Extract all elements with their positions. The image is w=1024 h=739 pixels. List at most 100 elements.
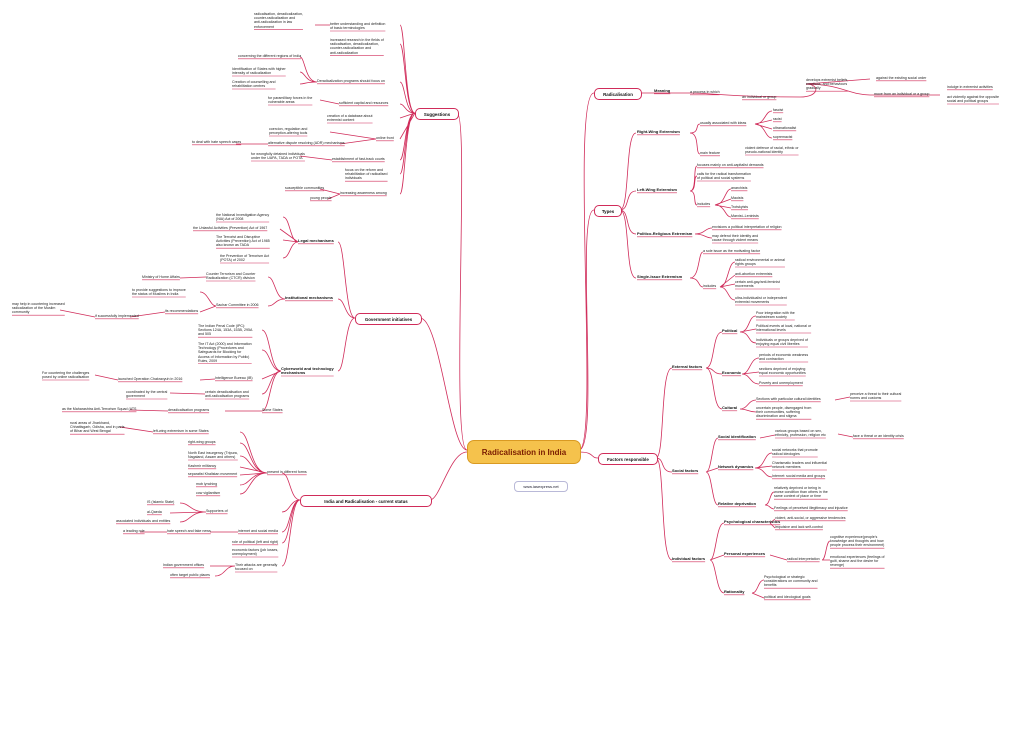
mindmap-subtopic[interactable]: Social factors (672, 468, 699, 473)
mindmap-node[interactable]: Poverty and unemployment (759, 381, 803, 385)
mindmap-node[interactable]: coordinated by the central government (126, 390, 168, 399)
mindmap-subtopic[interactable]: Politico-Religious Extremism (637, 231, 693, 236)
mindmap-node[interactable]: present in different forms (267, 470, 307, 474)
mindmap-node[interactable]: a process in which (690, 90, 720, 94)
mindmap-node[interactable]: susceptible communities (285, 186, 325, 190)
mindmap-subtopic[interactable]: Rationality (724, 589, 745, 594)
mindmap-node[interactable]: al-Qaeda (147, 510, 162, 514)
mindmap-node[interactable]: Psychological or strategic consideration… (764, 575, 818, 588)
mindmap-node[interactable]: establishment of fast-track courts (332, 157, 385, 161)
mindmap-node[interactable]: against the existing social order (876, 76, 927, 80)
branch-factors-responsible[interactable]: Factors responsible (598, 453, 658, 465)
mindmap-node[interactable]: racist (773, 117, 782, 121)
mindmap-node[interactable]: calls for the radical transformation of … (697, 172, 751, 181)
mindmap-node[interactable]: radicalisation, deradicalization, counte… (254, 12, 303, 29)
mindmap-node[interactable]: perceive a threat to their cultural norm… (850, 392, 902, 401)
mindmap-node[interactable]: Maoists (731, 196, 744, 200)
mindmap-node[interactable]: ultra-individualist or independent extre… (735, 296, 787, 305)
mindmap-node[interactable]: For countering the challenges posed by o… (42, 371, 90, 380)
mindmap-subtopic[interactable]: Single-Issue Extremism (637, 274, 683, 279)
mindmap-node[interactable]: coercion, regulation and perception-alte… (269, 127, 308, 136)
mindmap-node[interactable]: Sections with particular cultural identi… (756, 397, 821, 401)
mindmap-node[interactable]: certain anti-gay/anti-feminist movements (735, 280, 780, 289)
mindmap-node[interactable]: Internet: social media and groups (772, 474, 826, 478)
mindmap-node[interactable]: anarchists (731, 186, 748, 190)
mindmap-node[interactable]: young people (310, 196, 332, 200)
mindmap-subtopic[interactable]: Social identification (718, 434, 756, 439)
branch-radicalisation[interactable]: Radicalisation (594, 88, 642, 100)
branch-suggestions[interactable]: Suggestions (415, 108, 459, 120)
mindmap-node[interactable]: economic factors (job losses, unemployme… (232, 548, 279, 557)
mindmap-subtopic[interactable]: Relative deprivation (718, 501, 757, 506)
mindmap-node[interactable]: main feature (700, 151, 720, 155)
mindmap-node[interactable]: Ministry of Home Affairs (142, 275, 180, 279)
mindmap-node[interactable]: to provide suggestions to improve the st… (132, 288, 186, 297)
mindmap-node[interactable]: includes (703, 284, 717, 288)
mindmap-node[interactable]: internet and social media (238, 529, 278, 533)
mindmap-node[interactable]: cognitive experience(people's knowledge … (830, 535, 885, 548)
mindmap-subtopic[interactable]: Left-Wing Extremism (637, 187, 677, 192)
mindmap-node[interactable]: separatist Khalistan movement (188, 472, 238, 476)
mindmap-node[interactable]: Kashmir militancy (188, 464, 217, 468)
mindmap-node[interactable]: includes (697, 202, 711, 206)
mindmap-node[interactable]: the National Investigation Agency (NIA) … (216, 213, 270, 222)
mindmap-node[interactable]: as the Maharashtra Anti-Terrorism Squad … (62, 407, 137, 411)
mindmap-node[interactable]: face a threat or an identity crisis (853, 434, 904, 438)
mindmap-node[interactable]: Deradicalization programs should focus o… (317, 79, 385, 83)
mindmap-node[interactable]: indulge in extremist activities (947, 85, 993, 89)
mindmap-node[interactable]: hate speech and fake news (167, 529, 211, 533)
mindmap-node[interactable]: role of political (left and right) (232, 540, 279, 544)
mindmap-node[interactable]: emotional experiences (feelings of guilt… (830, 555, 885, 568)
branch-types[interactable]: Types (594, 205, 622, 217)
mindmap-node[interactable]: violent defence of racial, ethnic or pse… (745, 146, 799, 155)
mindmap-subtopic[interactable]: Right-Wing Extremism (637, 129, 680, 134)
mindmap-node[interactable]: mob lynching (196, 482, 218, 486)
mindmap-node[interactable]: Intelligence Bureau (IB) (215, 376, 253, 380)
mindmap-node[interactable]: anti-abortion extremists (735, 272, 773, 276)
mindmap-node[interactable]: a sole issue as the motivating factor (703, 249, 761, 253)
mindmap-node[interactable]: develops extremist beliefs, emotions, an… (806, 78, 849, 91)
mindmap-node[interactable]: Indian government offices (163, 563, 205, 567)
branch-current-status[interactable]: India and Radicalisation - current statu… (300, 495, 432, 507)
mindmap-node[interactable]: envisions a political interpretation of … (712, 225, 782, 229)
mindmap-node[interactable]: Charismatic leaders and influential netw… (772, 461, 827, 470)
mindmap-node[interactable]: uncertain people, disengaged from their … (756, 406, 812, 419)
mindmap-node[interactable]: Political events at local, national or i… (756, 324, 812, 333)
mindmap-node[interactable]: the Unlawful Activities (Prevention) Act… (193, 226, 268, 230)
mindmap-subtopic[interactable]: Cyberworld and technology mechanisms (281, 366, 334, 376)
mindmap-node[interactable]: ultranationalist (773, 126, 797, 130)
mindmap-node[interactable]: sections deprived of enjoying equal econ… (759, 367, 806, 376)
mindmap-node[interactable]: increased research in the fields of radi… (330, 38, 384, 55)
mindmap-node[interactable]: creation of a database about extremist c… (327, 114, 373, 123)
mindmap-node[interactable]: launched Operation Chakravyuh in 2016 (118, 377, 183, 381)
mindmap-node[interactable]: certain deradicalisation and anti-radica… (205, 390, 250, 399)
mindmap-node[interactable]: fascist (773, 108, 784, 112)
mindmap-node[interactable]: concerning the different regions of Indi… (238, 54, 302, 58)
mindmap-node[interactable]: focus on the reform and rehabilitation o… (345, 168, 388, 181)
mindmap-node[interactable]: to deal with hate speech cases (192, 140, 242, 144)
mindmap-node[interactable]: left-wing extremism in some States (153, 429, 209, 433)
mindmap-node[interactable]: Marxist–Leninists (731, 214, 759, 218)
mindmap-node[interactable]: violent, anti-social, or aggressive tend… (775, 516, 846, 520)
mindmap-node[interactable]: better understanding and definition of b… (330, 22, 386, 31)
mindmap-node[interactable]: Feelings of perceived illegitimacy and i… (774, 506, 848, 510)
mindmap-subtopic[interactable]: Meaning (654, 88, 671, 93)
mindmap-node[interactable]: sufficient capital and resources (339, 101, 389, 105)
mindmap-node[interactable]: Identification of States with higher int… (232, 67, 286, 76)
mindmap-node[interactable]: alternative dispute resolving (ADR) mech… (268, 141, 345, 145)
mindmap-node[interactable]: radical environmental or animal rights g… (735, 258, 785, 267)
mindmap-node[interactable]: right-wing groups (188, 440, 216, 444)
mindmap-node[interactable]: if successfully implemented (95, 314, 139, 318)
mindmap-node[interactable]: act violently against the opposite socia… (947, 95, 999, 104)
mindmap-node[interactable]: various groups based on sex, ethnicity, … (775, 429, 826, 438)
mindmap-subtopic[interactable]: Individual factors (672, 556, 706, 561)
mindmap-node[interactable]: for wrongfully detained individuals unde… (251, 152, 305, 161)
mindmap-node[interactable]: radical interpretation (787, 557, 820, 561)
mindmap-node[interactable]: Trotskyists (731, 205, 749, 209)
mindmap-node[interactable]: cow vigilantism (196, 491, 221, 495)
mindmap-node[interactable]: Counter Terrorism and Counter Radicaliza… (206, 272, 256, 281)
mindmap-node[interactable]: often target public places (170, 573, 210, 577)
mindmap-subtopic[interactable]: Legal mechanisms (298, 238, 334, 243)
branch-government-initiatives[interactable]: Government initiatives (355, 313, 422, 325)
mindmap-node[interactable]: associated individuals and entities (116, 519, 171, 523)
